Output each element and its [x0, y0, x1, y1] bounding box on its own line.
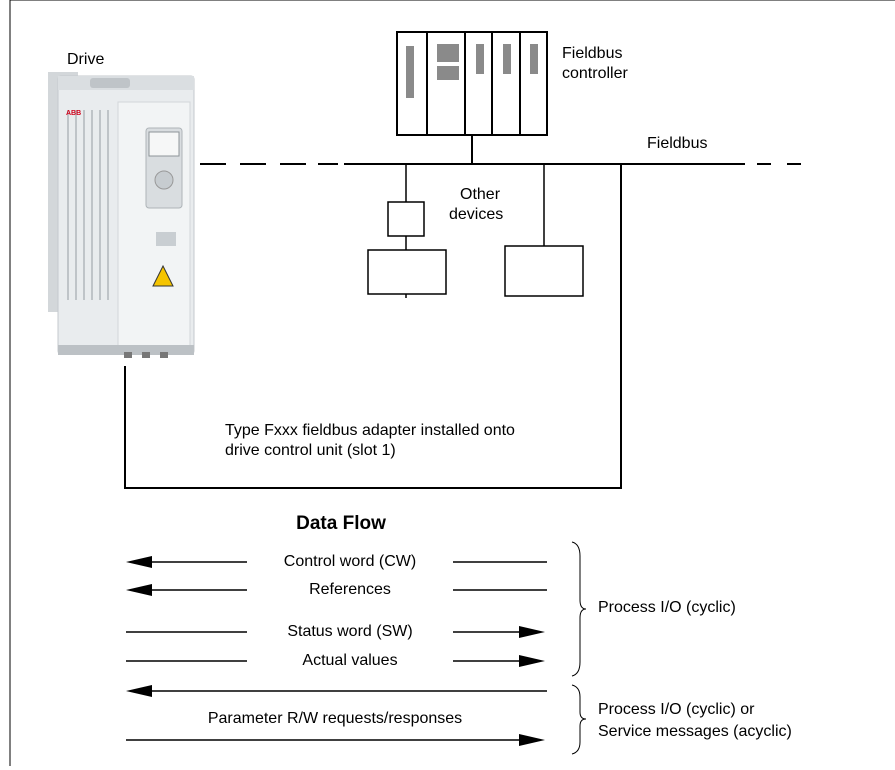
fieldbus-controller-label-line2: controller [562, 65, 628, 82]
fieldbus-controller-label-line1: Fieldbus [562, 45, 623, 62]
drive-label: Drive [67, 51, 105, 68]
flow-label-actual-values: Actual values [302, 652, 398, 669]
drive-illustration [48, 72, 195, 358]
adapter-connection [124, 164, 622, 489]
page-frame [9, 0, 895, 766]
data-flow-title: Data Flow [296, 513, 386, 534]
fieldbus-controller [396, 31, 548, 136]
fieldbus-label: Fieldbus [647, 135, 708, 152]
group-label-process-or-service-line2: Service messages (acyclic) [598, 723, 792, 740]
group-label-process-io: Process I/O (cyclic) [598, 599, 736, 616]
flow-label-status-word: Status word (SW) [287, 623, 413, 640]
flow-label-parameter: Parameter R/W requests/responses [207, 710, 463, 727]
group-label-process-or-service-line1: Process I/O (cyclic) or [598, 701, 755, 718]
fieldbus-line [200, 135, 801, 165]
other-devices-label-line2: devices [449, 206, 504, 223]
other-devices [367, 164, 584, 298]
group-braces [571, 541, 587, 755]
data-flow-arrows [126, 556, 547, 746]
flow-label-references: References [309, 581, 391, 598]
abb-logo: ABB [66, 110, 82, 117]
adapter-label-line2: drive control unit (slot 1) [225, 442, 396, 459]
flow-label-control-word: Control word (CW) [283, 553, 417, 570]
adapter-label-line1: Type Fxxx fieldbus adapter installed ont… [225, 422, 515, 439]
other-devices-label-line1: Other [460, 186, 501, 203]
